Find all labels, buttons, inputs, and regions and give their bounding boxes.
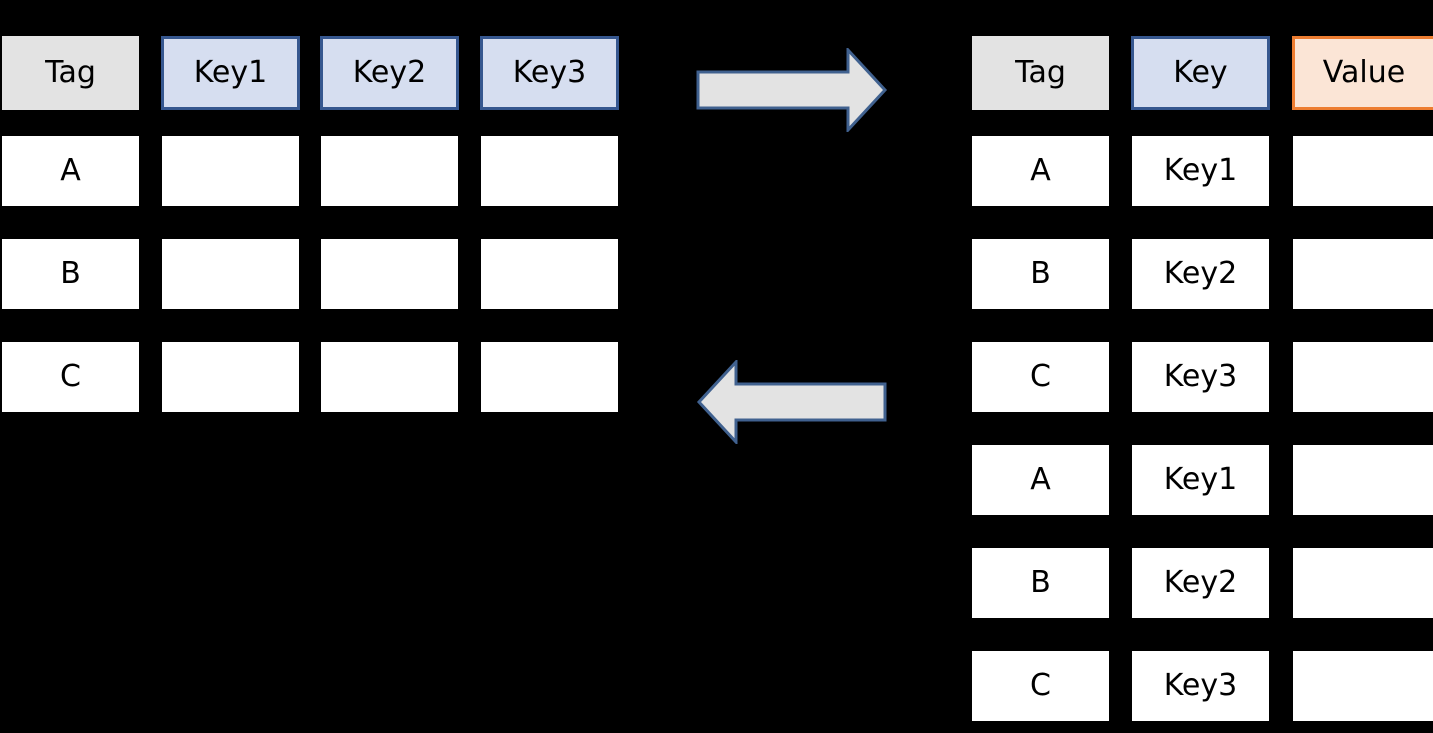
tall-cell-r3-c2 [1293,445,1433,515]
tall-header-tag: Tag [972,36,1109,110]
tall-cell-r5-c1: Key3 [1132,651,1269,721]
wide-header-key3: Key3 [480,36,619,110]
wide-cell-r1-c2 [321,239,458,309]
tall-header-value: Value [1292,36,1433,110]
wide-cell-r1-c3 [481,239,618,309]
tall-cell-r1-c1: Key2 [1132,239,1269,309]
wide-header-tag: Tag [2,36,139,110]
tall-cell-r1-c2 [1293,239,1433,309]
wide-cell-r2-c2 [321,342,458,412]
wide-cell-r0-c2 [321,136,458,206]
tall-cell-r3-c1: Key1 [1132,445,1269,515]
tall-cell-r0-c0: A [972,136,1109,206]
tall-cell-r1-c0: B [972,239,1109,309]
tall-cell-r4-c1: Key2 [1132,548,1269,618]
wide-cell-r0-c1 [162,136,299,206]
wide-header-key2: Key2 [320,36,459,110]
tall-cell-r3-c0: A [972,445,1109,515]
tall-cell-r4-c2 [1293,548,1433,618]
tall-cell-r2-c0: C [972,342,1109,412]
tall-cell-r5-c0: C [972,651,1109,721]
tall-cell-r2-c1: Key3 [1132,342,1269,412]
tall-cell-r4-c0: B [972,548,1109,618]
arrow-right-icon [696,48,888,132]
tall-header-key: Key [1131,36,1270,110]
tall-cell-r0-c2 [1293,136,1433,206]
wide-cell-r2-c3 [481,342,618,412]
wide-cell-r2-c1 [162,342,299,412]
wide-cell-r2-c0: C [2,342,139,412]
wide-header-key1: Key1 [161,36,300,110]
wide-cell-r1-c0: B [2,239,139,309]
arrow-left-icon [696,360,888,444]
wide-cell-r1-c1 [162,239,299,309]
wide-cell-r0-c3 [481,136,618,206]
wide-cell-r0-c0: A [2,136,139,206]
tall-cell-r0-c1: Key1 [1132,136,1269,206]
tall-cell-r5-c2 [1293,651,1433,721]
tall-cell-r2-c2 [1293,342,1433,412]
